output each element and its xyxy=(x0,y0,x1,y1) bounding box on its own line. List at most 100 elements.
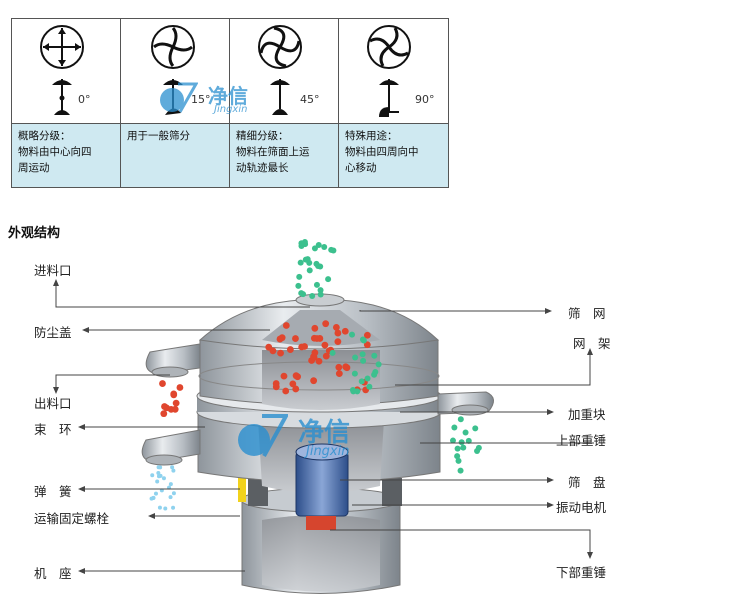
particle xyxy=(172,399,180,407)
particle xyxy=(296,273,303,280)
label-lower-weight: 下部重锤 xyxy=(556,565,607,580)
label-vibration-motor: 振动电机 xyxy=(556,500,607,515)
angle-label: 45° xyxy=(300,93,320,106)
angle-label: 90° xyxy=(415,93,435,106)
logo-mark-icon xyxy=(238,414,288,457)
particle xyxy=(156,471,161,476)
particle xyxy=(302,256,309,263)
particle xyxy=(332,323,340,331)
particle xyxy=(317,291,324,298)
particle xyxy=(454,445,461,452)
particle xyxy=(150,473,155,478)
particle xyxy=(298,242,305,249)
particle xyxy=(309,292,316,299)
particle xyxy=(315,357,323,365)
particle xyxy=(171,468,176,473)
particle xyxy=(460,444,467,451)
particle xyxy=(449,437,456,444)
label-clamp-ring: 束 环 xyxy=(34,422,72,437)
rotation-pattern-icon xyxy=(40,25,84,115)
desc-line: 物料在筛面上运 xyxy=(236,146,310,158)
logo-cn-text: 净信 xyxy=(298,418,351,448)
particle xyxy=(277,349,284,357)
particle xyxy=(151,495,156,500)
particle xyxy=(360,357,367,364)
label-screen-tray: 筛 盘 xyxy=(568,475,606,490)
particle xyxy=(292,372,300,380)
particle xyxy=(282,322,290,329)
particle xyxy=(350,388,357,395)
motion-column-2: 45° 精细分级： 物料在筛面上运 动轨迹最长 xyxy=(230,19,339,187)
particle xyxy=(366,383,373,390)
particle xyxy=(171,405,179,413)
particle xyxy=(317,287,324,294)
particle xyxy=(278,334,286,342)
particle xyxy=(341,327,349,335)
particle xyxy=(451,424,458,431)
particle xyxy=(335,370,343,378)
coarse-particles xyxy=(159,320,371,418)
particle xyxy=(364,375,371,382)
particle xyxy=(168,495,173,500)
particle xyxy=(158,465,163,470)
particle xyxy=(351,370,358,377)
label-dust-cover: 防尘盖 xyxy=(34,325,72,340)
label-machine-base: 机 座 xyxy=(34,566,72,581)
particle xyxy=(176,384,184,391)
particle xyxy=(371,371,378,378)
label-screen-mesh: 筛 网 xyxy=(568,306,606,321)
particle xyxy=(371,352,378,359)
particle xyxy=(171,491,176,496)
particle xyxy=(300,291,307,298)
particle xyxy=(313,281,320,288)
particle xyxy=(280,372,288,380)
label-discharge-outlet: 出料口 xyxy=(34,396,72,411)
particle xyxy=(352,354,359,361)
particle xyxy=(282,387,290,395)
particle xyxy=(313,335,321,342)
particle xyxy=(321,244,328,251)
particle xyxy=(153,491,158,496)
desc-line: 心移动 xyxy=(345,162,377,174)
rotation-pattern-icon xyxy=(258,25,302,115)
particle xyxy=(472,425,479,432)
desc-line: 概略分级： xyxy=(18,130,71,142)
desc-line: 用于一般筛分 xyxy=(127,130,190,142)
logo-cn-text: 净信 xyxy=(208,84,248,108)
section-title: 外观结构 xyxy=(8,226,61,241)
particle xyxy=(474,447,481,454)
desc-line: 周运动 xyxy=(18,162,50,174)
particle xyxy=(322,320,330,328)
particle xyxy=(329,349,336,356)
particle xyxy=(462,429,469,436)
particle xyxy=(157,505,162,510)
particle xyxy=(457,416,464,423)
logo-mark-icon xyxy=(160,82,198,113)
label-weight-block: 加重块 xyxy=(568,407,606,422)
label-feed-inlet: 进料口 xyxy=(34,263,72,278)
jingxin-logo: 净信 Jingxin xyxy=(158,80,278,116)
particle xyxy=(160,410,168,418)
particle xyxy=(455,457,462,464)
logo-en-text: Jingxin xyxy=(306,444,350,459)
particle xyxy=(342,363,350,371)
desc-line: 动轨迹最长 xyxy=(236,162,289,174)
particle xyxy=(168,482,173,487)
jingxin-logo: 净信 Jingxin xyxy=(236,412,386,462)
particle xyxy=(297,259,304,266)
particle xyxy=(335,363,343,371)
particle xyxy=(359,351,366,358)
motion-column-0: 0° 概略分级： 物料由中心向四 周运动 xyxy=(12,19,121,187)
desc-line: 特殊用途： xyxy=(345,130,398,142)
particle xyxy=(311,245,318,252)
particle xyxy=(334,338,342,346)
angle-label: 0° xyxy=(78,93,91,106)
particle xyxy=(170,465,175,470)
label-upper-weight: 上部重锤 xyxy=(556,433,607,448)
particle xyxy=(321,341,329,349)
particle xyxy=(465,437,472,444)
particle xyxy=(458,439,465,446)
particle xyxy=(322,352,330,360)
logo-en-text: Jingxin xyxy=(214,104,248,115)
